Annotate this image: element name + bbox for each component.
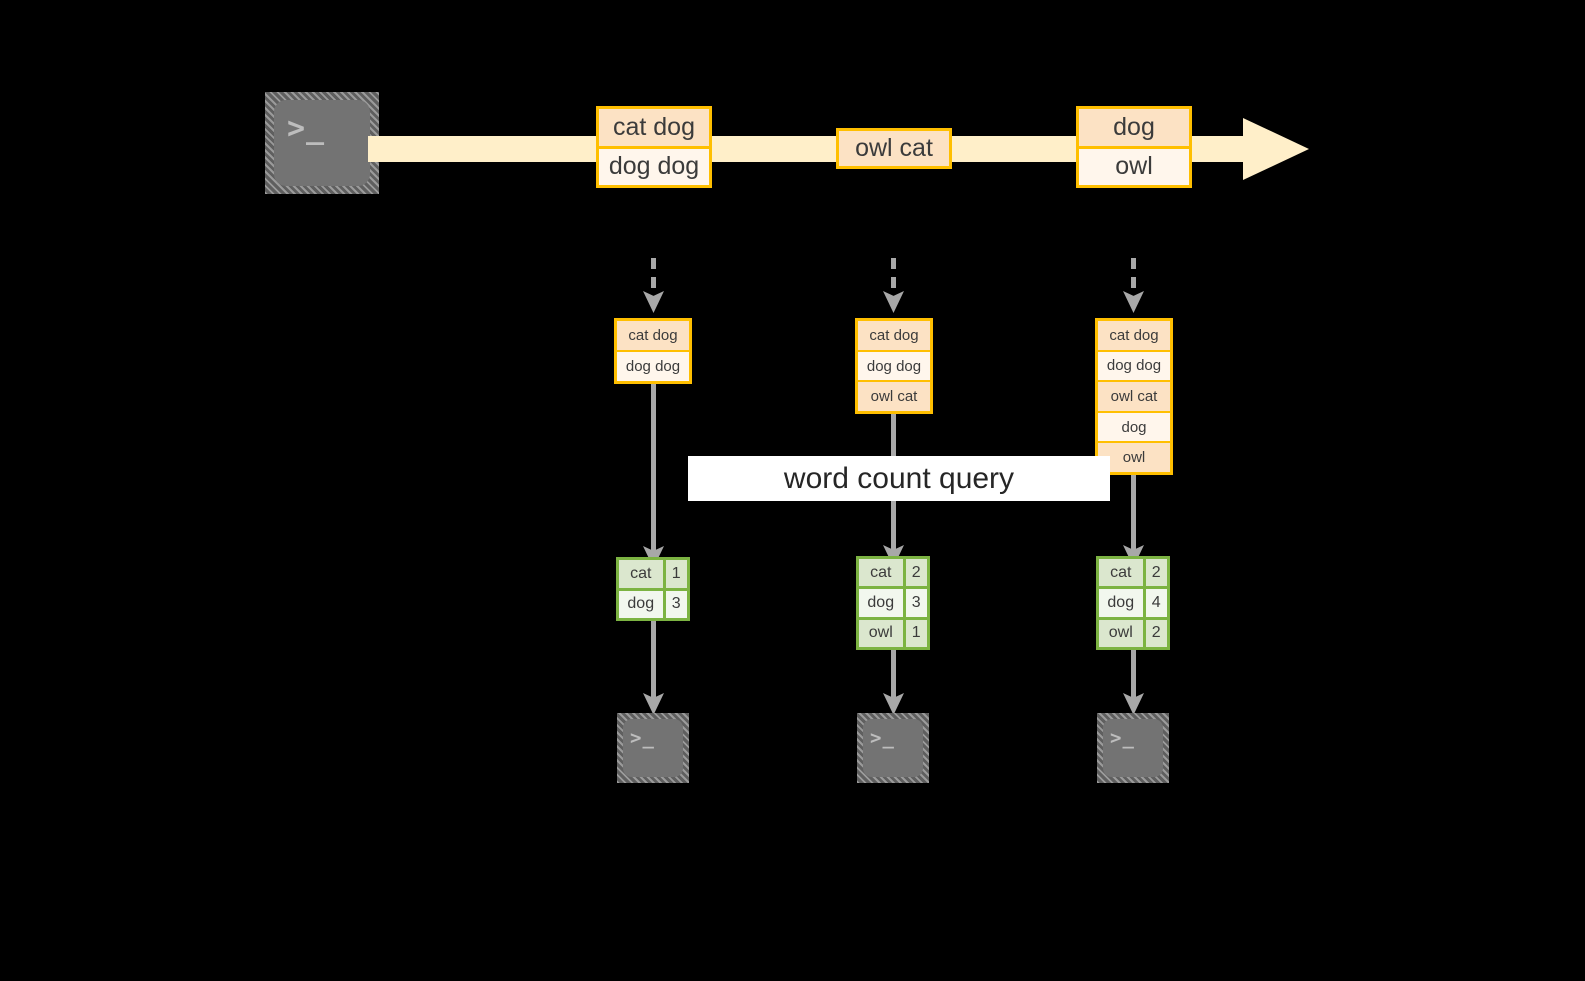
table-row: cat 1 [619,560,687,588]
table-row: dog 3 [859,586,927,617]
result-count: 2 [911,563,921,581]
result-word: cat [859,559,906,587]
terminal-body [1103,719,1163,777]
terminal-prompt-glyph: >_ [287,111,326,146]
table-row: owl 2 [1099,616,1167,647]
snapshot-line: dog dog [858,349,930,381]
result-to-sink-line-1 [651,621,656,699]
result-word: dog [619,590,666,618]
table-row: cat 2 [1099,559,1167,587]
stream-arrow-head-icon [1243,118,1309,180]
result-count: 3 [671,595,681,613]
result-table-1: cat 1 dog 3 [616,557,690,621]
terminal-body [274,100,370,186]
snapshot-line: dog dog [1098,349,1170,381]
result-to-sink-line-2 [891,650,896,699]
stream-to-snapshot-line-1 [651,258,656,296]
snapshot-line: cat dog [1098,321,1170,350]
query-label-band: word count query [688,456,1110,501]
snapshot-line: owl [1098,441,1170,472]
result-word: dog [1099,589,1146,617]
source-terminal-icon: >_ [265,92,379,194]
stream-record-line: dog [1079,109,1189,146]
terminal-body [623,719,683,777]
table-row: cat 2 [859,559,927,587]
stream-to-snapshot-line-3 [1131,258,1136,296]
snapshot-line: dog dog [617,350,689,381]
result-count: 1 [911,624,921,642]
snapshot-line: dog [1098,410,1170,442]
result-count: 2 [1151,563,1161,581]
terminal-body [863,719,923,777]
snapshot-line: owl cat [1098,380,1170,411]
result-count: 1 [671,564,681,582]
stream-record-line: owl [1079,145,1189,186]
snapshot-box-1: cat dog dog dog [614,318,692,384]
sink-terminal-icon-1: >_ [617,713,689,783]
result-word: owl [1099,619,1146,647]
stream-to-snapshot-line-2 [891,258,896,296]
snapshot-line: owl cat [858,380,930,412]
result-word: cat [1099,559,1146,587]
sink-terminal-icon-2: >_ [857,713,929,783]
table-row: dog 3 [619,587,687,618]
stream-record-line: owl cat [839,131,949,166]
snapshot-to-result-line-3 [1131,475,1136,572]
snapshot-line: cat dog [617,321,689,350]
result-word: cat [619,560,666,588]
terminal-prompt-glyph: >_ [1110,727,1135,749]
query-label: word count query [783,461,1015,495]
table-row: owl 1 [859,616,927,647]
snapshot-box-2: cat dog dog dog owl cat [855,318,933,414]
snapshot-to-result-line-1 [651,384,656,572]
stream-record-line: cat dog [599,109,709,146]
stream-record-1: cat dog dog dog [596,106,712,188]
result-count: 2 [1151,624,1161,642]
snapshot-line: cat dog [858,321,930,350]
terminal-prompt-glyph: >_ [870,727,895,749]
result-count: 4 [1151,593,1161,611]
table-row: dog 4 [1099,586,1167,617]
result-count: 3 [911,593,921,611]
stream-record-3: dog owl [1076,106,1192,188]
stream-record-line: dog dog [599,145,709,186]
terminal-prompt-glyph: >_ [630,727,655,749]
result-table-2: cat 2 dog 3 owl 1 [856,556,930,650]
sink-terminal-icon-3: >_ [1097,713,1169,783]
result-table-3: cat 2 dog 4 owl 2 [1096,556,1170,650]
stream-record-2: owl cat [836,128,952,169]
result-to-sink-line-3 [1131,650,1136,699]
result-word: dog [859,589,906,617]
snapshot-box-3: cat dog dog dog owl cat dog owl [1095,318,1173,475]
result-word: owl [859,619,906,647]
